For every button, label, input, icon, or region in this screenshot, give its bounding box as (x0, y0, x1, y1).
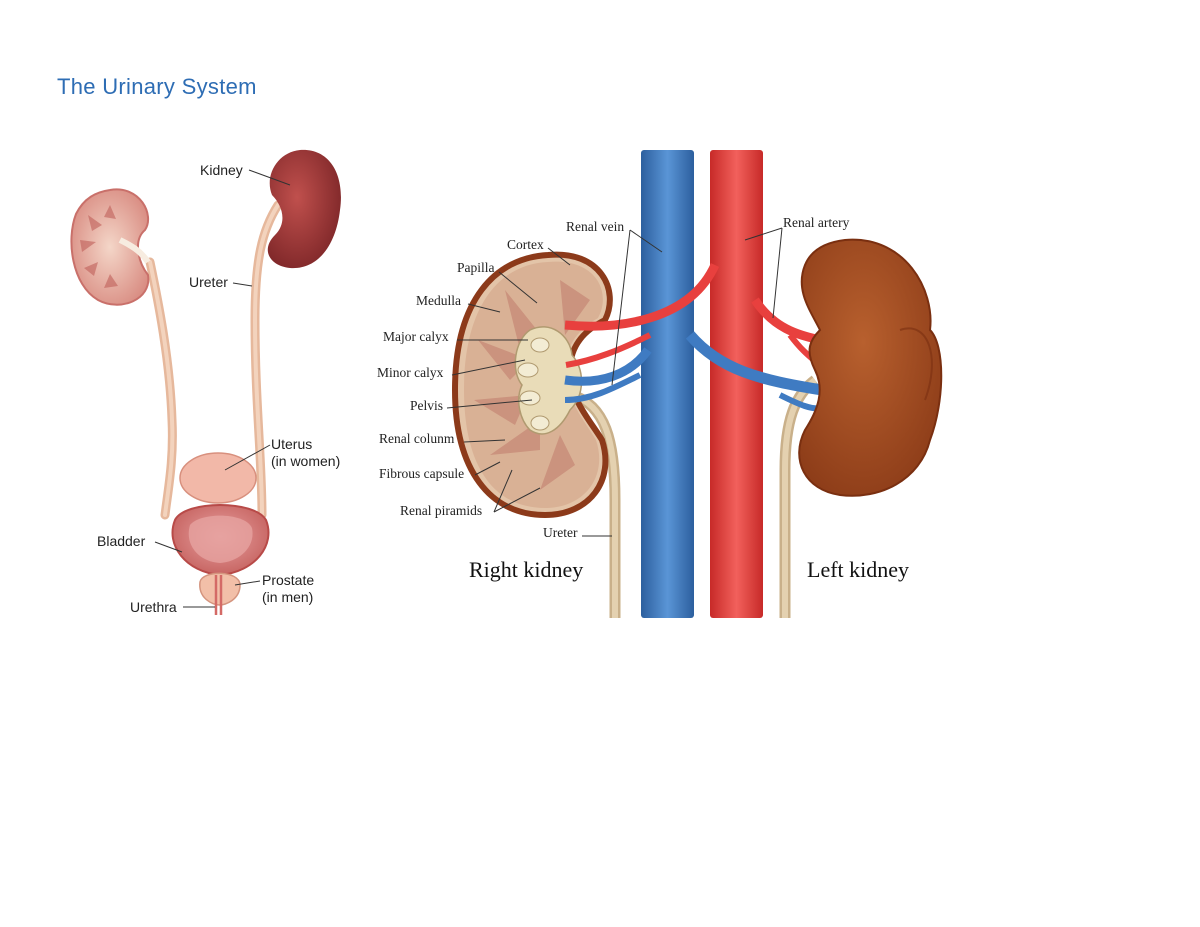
right-renal-artery (564, 263, 720, 331)
label-kidney: Kidney (200, 162, 243, 178)
label-ureter: Ureter (189, 274, 228, 290)
left-kidney-whole (798, 238, 943, 497)
urethra-tube (214, 575, 223, 615)
aorta (710, 150, 763, 618)
label-renal-column: Renal colunm (379, 431, 455, 446)
label-major-calyx: Major calyx (383, 329, 449, 344)
left-urinary-illustration: Kidney Ureter Uterus (in women) Bladder … (70, 149, 341, 615)
label-cortex: Cortex (507, 237, 544, 252)
label-pelvis: Pelvis (410, 398, 443, 413)
caption-left-kidney: Left kidney (807, 557, 909, 582)
label-minor-calyx: Minor calyx (377, 365, 444, 380)
label-urethra: Urethra (130, 599, 177, 615)
label-renal-pyramids: Renal piramids (400, 503, 482, 518)
label-medulla: Medulla (416, 293, 461, 308)
right-kidney-illustration: Renal vein Renal artery Cortex Papilla M… (377, 150, 943, 618)
vena-cava (641, 150, 694, 618)
label-uterus-note: (in women) (271, 453, 340, 469)
label-ureter-right: Ureter (543, 525, 578, 540)
label-papilla: Papilla (457, 260, 495, 275)
uterus-shape (179, 452, 257, 504)
page-title: The Urinary System (57, 74, 257, 99)
label-renal-artery: Renal artery (783, 215, 850, 230)
label-fibrous-capsule: Fibrous capsule (379, 466, 464, 481)
whole-kidney (267, 149, 341, 269)
label-uterus: Uterus (271, 436, 312, 452)
label-prostate: Prostate (262, 572, 314, 588)
caption-right-kidney: Right kidney (469, 557, 583, 582)
label-prostate-note: (in men) (262, 589, 313, 605)
left-renal-vein (685, 331, 823, 396)
label-renal-vein: Renal vein (566, 219, 624, 234)
label-bladder: Bladder (97, 533, 146, 549)
